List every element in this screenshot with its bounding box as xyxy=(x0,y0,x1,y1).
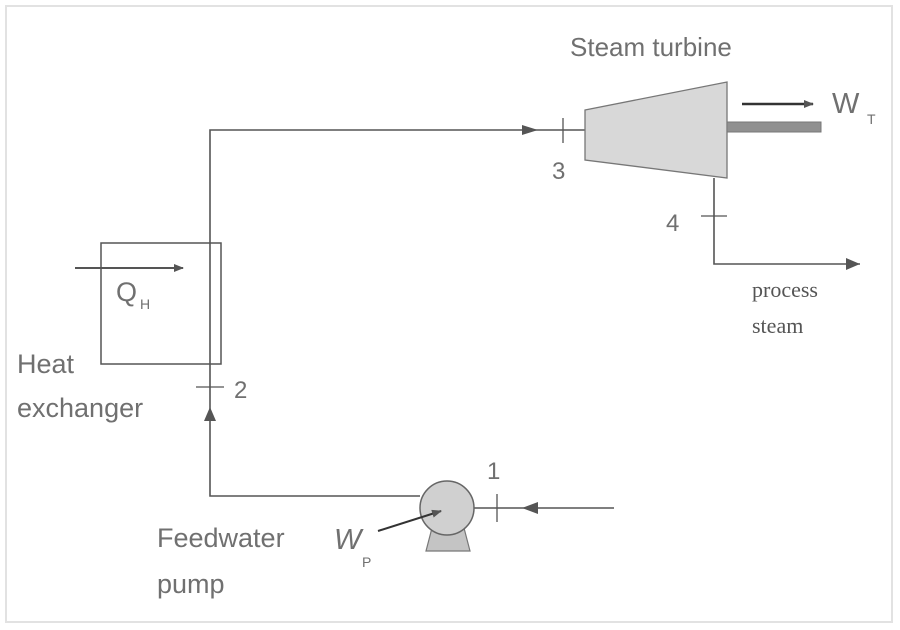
pump-work-arrow xyxy=(377,509,442,532)
heat-exchanger-label-line1: Heat xyxy=(17,349,75,379)
process-steam-arrow xyxy=(846,258,860,270)
pump-label-line1: Feedwater xyxy=(157,523,285,553)
process-steam-pipe xyxy=(713,178,860,265)
state-1-label: 1 xyxy=(487,458,500,485)
turbine-work-label: W xyxy=(832,88,860,120)
turbine-shaft xyxy=(726,121,822,133)
heat-exchanger-label-line2: exchanger xyxy=(17,393,143,423)
state-4-label: 4 xyxy=(666,210,679,237)
process-steam-label-line2: steam xyxy=(752,313,803,338)
main-pipe xyxy=(209,129,538,497)
feedwater-inlet-arrow xyxy=(522,502,538,514)
process-steam-label-line1: process xyxy=(752,277,818,302)
pump-work-label: W xyxy=(334,524,364,556)
pump-work-subscript: P xyxy=(362,554,371,570)
flow-arrow-to-turbine xyxy=(522,125,538,135)
state-2-label: 2 xyxy=(234,377,247,404)
diagram-frame xyxy=(5,5,893,623)
turbine-work-subscript: T xyxy=(867,111,876,127)
feedwater-pump xyxy=(419,480,475,536)
heat-exchanger-box xyxy=(100,242,222,365)
state-3-label: 3 xyxy=(552,158,565,185)
steam-turbine-label: Steam turbine xyxy=(570,32,732,62)
heat-input-label: Q xyxy=(116,277,137,307)
heat-input-subscript: H xyxy=(140,296,150,312)
flow-arrow-up xyxy=(204,407,216,421)
steam-turbine xyxy=(584,81,728,179)
pump-label-line2: pump xyxy=(157,569,225,599)
